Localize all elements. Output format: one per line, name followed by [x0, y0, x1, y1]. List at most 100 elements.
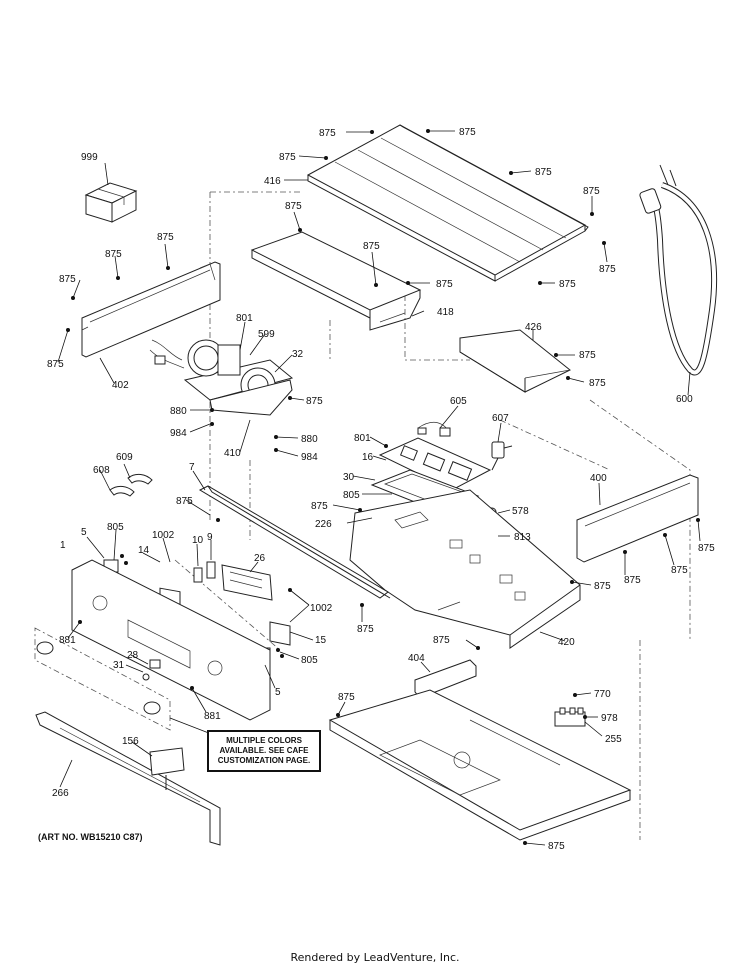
- part-226-chassis-panel: [349, 489, 581, 649]
- part-bottom-tray: [328, 689, 632, 841]
- callout-1002-a: 1002: [152, 530, 175, 541]
- part-609-clip: [127, 473, 153, 485]
- callout-984-b: 984: [301, 452, 318, 463]
- fastener-dots: [66, 129, 700, 845]
- part-418-shield: [250, 231, 422, 331]
- color-options-note: MULTIPLE COLORS AVAILABLE. SEE CAFE CUST…: [207, 730, 321, 772]
- callout-875-p: 875: [589, 378, 606, 389]
- callout-978: 978: [601, 713, 618, 724]
- callout-28: 28: [127, 650, 139, 661]
- callout-875-c: 875: [279, 152, 296, 163]
- part-7-trim-rail: [198, 485, 391, 599]
- callout-875-m: 875: [559, 279, 576, 290]
- callout-404: 404: [408, 653, 425, 664]
- callout-402: 402: [112, 380, 129, 391]
- callout-875-h: 875: [363, 241, 380, 252]
- callout-875-z: 875: [338, 692, 355, 703]
- callout-875-aa: 875: [548, 841, 565, 852]
- callout-880-a: 880: [170, 406, 187, 417]
- callout-805-c: 805: [301, 655, 318, 666]
- callout-30: 30: [343, 472, 355, 483]
- footer-credit: Rendered by LeadVenture, Inc.: [290, 951, 460, 964]
- callout-813: 813: [514, 532, 531, 543]
- callout-875-o: 875: [579, 350, 596, 361]
- part-607-sensor: [491, 441, 513, 471]
- callout-418: 418: [437, 307, 454, 318]
- part-156-latch: [149, 747, 185, 790]
- callout-605: 605: [450, 396, 467, 407]
- callout-226: 226: [315, 519, 332, 530]
- callout-875-r: 875: [311, 501, 328, 512]
- callout-15: 15: [315, 635, 327, 646]
- part-605-harness: [417, 421, 451, 437]
- callout-1: 1: [60, 540, 66, 551]
- callout-1002-b: 1002: [310, 603, 333, 614]
- callout-26: 26: [254, 553, 266, 564]
- callout-875-v: 875: [624, 575, 641, 586]
- callout-770: 770: [594, 689, 611, 700]
- callout-156: 156: [122, 736, 139, 747]
- callout-875-f: 875: [285, 201, 302, 212]
- callout-801-b: 801: [354, 433, 371, 444]
- callout-875-u: 875: [594, 581, 611, 592]
- callout-608: 608: [93, 465, 110, 476]
- callout-14: 14: [138, 545, 150, 556]
- callout-10: 10: [192, 535, 204, 546]
- callout-875-x: 875: [698, 543, 715, 554]
- callout-875-a: 875: [319, 128, 336, 139]
- callout-875-t: 875: [357, 624, 374, 635]
- part-1-control-panel: [71, 559, 271, 721]
- callout-5-a: 5: [81, 527, 87, 538]
- callout-9: 9: [207, 532, 213, 543]
- callout-400: 400: [590, 473, 607, 484]
- callout-881-a: 881: [59, 635, 76, 646]
- note-text: MULTIPLE COLORS AVAILABLE. SEE CAFE CUST…: [217, 736, 311, 765]
- part-999-carton: [84, 182, 138, 223]
- part-26-keypad-board: [221, 564, 273, 601]
- callout-426: 426: [525, 322, 542, 333]
- callout-609: 609: [116, 452, 133, 463]
- callout-607: 607: [492, 413, 509, 424]
- callout-600: 600: [676, 394, 693, 405]
- callout-875-l: 875: [436, 279, 453, 290]
- part-608-clip: [109, 485, 135, 497]
- part-255-terminal-block: [554, 707, 586, 727]
- callout-875-n: 875: [47, 359, 64, 370]
- part-400-side-bracket: [576, 474, 699, 563]
- callout-875-e: 875: [583, 186, 600, 197]
- callout-875-b: 875: [459, 127, 476, 138]
- callout-16: 16: [362, 452, 374, 463]
- part-9-clip: [206, 561, 216, 579]
- callout-880-b: 880: [301, 434, 318, 445]
- callout-266: 266: [52, 788, 69, 799]
- part-10-clip: [193, 567, 203, 583]
- callout-labels: 999 875 875 875 875 416 875 875 875 875 …: [47, 127, 715, 852]
- callout-32: 32: [292, 349, 304, 360]
- callout-984-a: 984: [170, 428, 187, 439]
- part-404-bracket: [414, 659, 477, 699]
- callout-578: 578: [512, 506, 529, 517]
- callout-416: 416: [264, 176, 281, 187]
- callout-875-y: 875: [433, 635, 450, 646]
- callout-875-i: 875: [105, 249, 122, 260]
- part-402-side-bracket: [81, 261, 221, 358]
- callout-881-b: 881: [204, 711, 221, 722]
- part-600-power-cord: [639, 164, 718, 376]
- callout-999: 999: [81, 152, 98, 163]
- callout-599: 599: [258, 329, 275, 340]
- callout-410: 410: [224, 448, 241, 459]
- callout-875-w: 875: [671, 565, 688, 576]
- callout-5-b: 5: [275, 687, 281, 698]
- art-number: (ART NO. WB15210 C87): [38, 832, 143, 842]
- callout-875-d: 875: [535, 167, 552, 178]
- callout-805-a: 805: [343, 490, 360, 501]
- callout-875-k: 875: [59, 274, 76, 285]
- callout-875-g: 875: [157, 232, 174, 243]
- callout-7: 7: [189, 462, 195, 473]
- callout-420: 420: [558, 637, 575, 648]
- callout-255: 255: [605, 734, 622, 745]
- callout-875-q: 875: [306, 396, 323, 407]
- part-881-knobs: [34, 627, 171, 731]
- part-426-bracket: [459, 329, 571, 393]
